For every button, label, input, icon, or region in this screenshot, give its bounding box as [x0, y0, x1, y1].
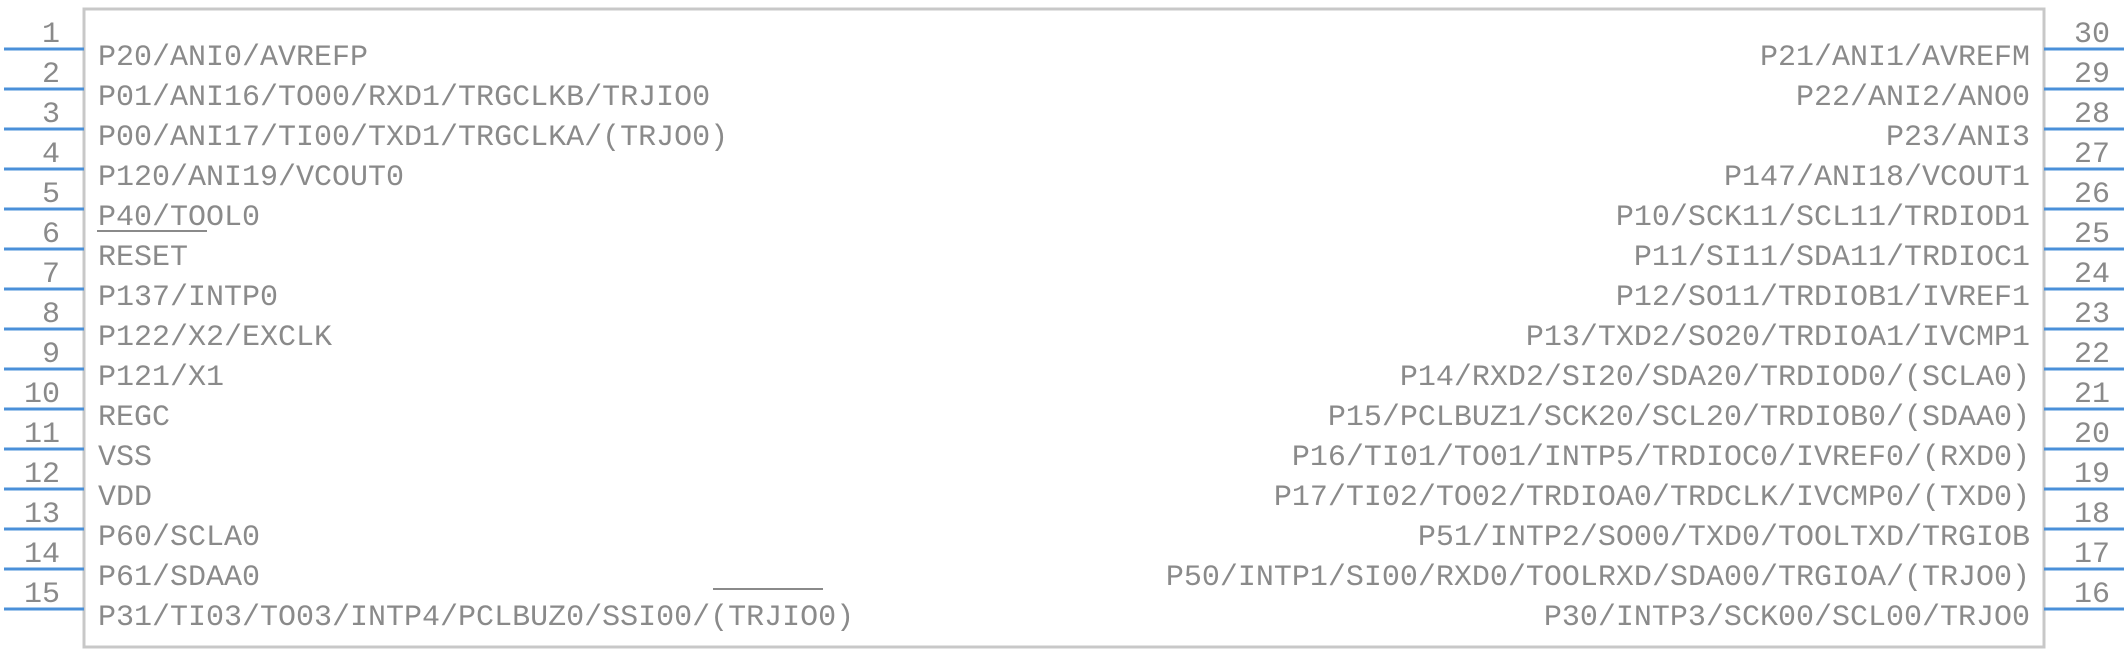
pin-number-right: 26	[2074, 178, 2110, 212]
pin-label-right: P30/INTP3/SCK00/SCL00/TRJO0	[1544, 601, 2030, 635]
pin-number-right: 20	[2074, 418, 2110, 452]
pin-label-right: P15/PCLBUZ1/SCK20/SCL20/TRDIOB0/(SDAA0)	[1328, 401, 2030, 435]
pin-number-right: 27	[2074, 138, 2110, 172]
pin-label-right: P12/SO11/TRDIOB1/IVREF1	[1616, 281, 2030, 315]
pin-label-right: P147/ANI18/VCOUT1	[1724, 161, 2030, 195]
pin-number-left: 9	[42, 338, 60, 372]
pin-number-right: 16	[2074, 578, 2110, 612]
pin-label-left: P01/ANI16/TO00/RXD1/TRGCLKB/TRJIO0	[98, 81, 710, 115]
pin-number-left: 7	[42, 258, 60, 292]
pin-label-left: P120/ANI19/VCOUT0	[98, 161, 404, 195]
pin-label-left: VDD	[98, 481, 152, 515]
pin-number-right: 24	[2074, 258, 2110, 292]
pin-label-right: P50/INTP1/SI00/RXD0/TOOLRXD/SDA00/TRGIOA…	[1166, 561, 2030, 595]
pin-number-left: 11	[24, 418, 60, 452]
pin-label-left: P121/X1	[98, 361, 224, 395]
pin-label-left: P20/ANI0/AVREFP	[98, 41, 368, 75]
pin-number-left: 15	[24, 578, 60, 612]
pin-number-right: 29	[2074, 58, 2110, 92]
pin-number-left: 8	[42, 298, 60, 332]
pin-number-left: 5	[42, 178, 60, 212]
pin-label-right: P22/ANI2/ANO0	[1796, 81, 2030, 115]
pin-number-left: 2	[42, 58, 60, 92]
pin-number-right: 18	[2074, 498, 2110, 532]
pin-label-left: P31/TI03/TO03/INTP4/PCLBUZ0/SSI00/(TRJIO…	[98, 601, 854, 635]
pin-number-left: 3	[42, 98, 60, 132]
pin-number-right: 17	[2074, 538, 2110, 572]
pin-label-right: P21/ANI1/AVREFM	[1760, 41, 2030, 75]
pin-label-left: P00/ANI17/TI00/TXD1/TRGCLKA/(TRJO0)	[98, 121, 728, 155]
pin-number-left: 13	[24, 498, 60, 532]
pin-label-right: P10/SCK11/SCL11/TRDIOD1	[1616, 201, 2030, 235]
pin-number-right: 23	[2074, 298, 2110, 332]
pin-label-left: P122/X2/EXCLK	[98, 321, 332, 355]
pin-number-left: 12	[24, 458, 60, 492]
pin-label-left: P61/SDAA0	[98, 561, 260, 595]
pin-number-left: 6	[42, 218, 60, 252]
pin-label-right: P11/SI11/SDA11/TRDIOC1	[1634, 241, 2030, 275]
pin-label-right: P23/ANI3	[1886, 121, 2030, 155]
pin-number-left: 10	[24, 378, 60, 412]
pin-label-right: P51/INTP2/SO00/TXD0/TOOLTXD/TRGIOB	[1418, 521, 2030, 555]
pin-label-left: VSS	[98, 441, 152, 475]
pin-label-right: P17/TI02/TO02/TRDIOA0/TRDCLK/IVCMP0/(TXD…	[1274, 481, 2030, 515]
pin-label-left: RESET	[98, 241, 188, 275]
pin-number-left: 4	[42, 138, 60, 172]
pin-label-right: P13/TXD2/SO20/TRDIOA1/IVCMP1	[1526, 321, 2030, 355]
pin-number-left: 14	[24, 538, 60, 572]
pin-number-right: 21	[2074, 378, 2110, 412]
pin-label-left: P60/SCLA0	[98, 521, 260, 555]
pin-label-left: P40/TOOL0	[98, 201, 260, 235]
pin-number-right: 22	[2074, 338, 2110, 372]
pin-label-right: P14/RXD2/SI20/SDA20/TRDIOD0/(SCLA0)	[1400, 361, 2030, 395]
pin-number-right: 25	[2074, 218, 2110, 252]
pin-number-left: 1	[42, 18, 60, 52]
pin-label-left: P137/INTP0	[98, 281, 278, 315]
pin-label-right: P16/TI01/TO01/INTP5/TRDIOC0/IVREF0/(RXD0…	[1292, 441, 2030, 475]
pin-label-left: REGC	[98, 401, 170, 435]
pin-number-right: 30	[2074, 18, 2110, 52]
pin-number-right: 19	[2074, 458, 2110, 492]
pin-number-right: 28	[2074, 98, 2110, 132]
